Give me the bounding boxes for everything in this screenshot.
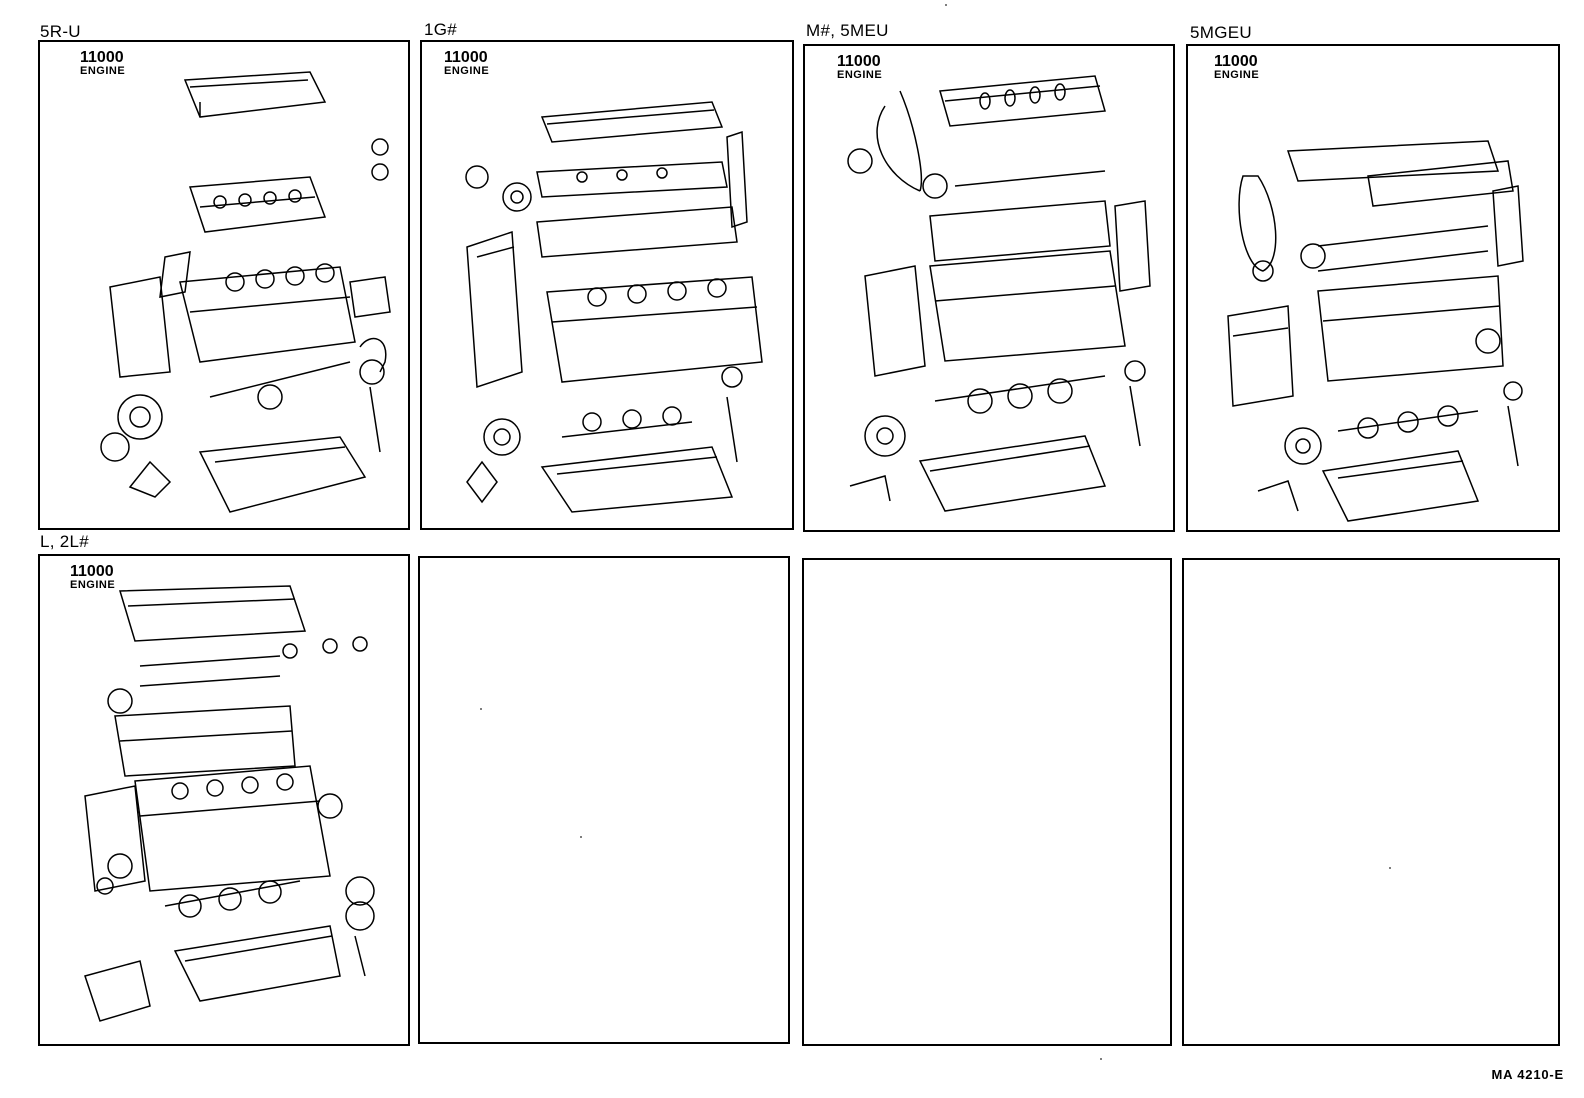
part-number: 11000 bbox=[70, 563, 114, 580]
part-name: ENGINE bbox=[70, 579, 116, 591]
scan-speck bbox=[1389, 867, 1391, 869]
model-label-5r-u: 5R-U bbox=[40, 22, 81, 41]
scan-speck bbox=[1100, 1058, 1102, 1060]
scan-speck bbox=[580, 836, 582, 838]
empty-panel-2 bbox=[802, 558, 1172, 1046]
scan-speck bbox=[945, 4, 947, 6]
part-number: 11000 bbox=[80, 49, 124, 66]
empty-panel-1 bbox=[418, 556, 790, 1044]
part-name: ENGINE bbox=[837, 69, 883, 81]
diagram-panel-1g[interactable]: 11000 ENGINE bbox=[420, 40, 794, 530]
engine-exploded-view-drawing bbox=[84, 585, 375, 1022]
reference-number: MA 4210-E bbox=[1491, 1067, 1564, 1082]
model-label-5mgeu: 5MGEU bbox=[1190, 23, 1252, 42]
part-number: 11000 bbox=[1214, 53, 1258, 70]
model-label-1g: 1G# bbox=[424, 20, 458, 39]
diagram-panel-5mgeu[interactable]: 11000 ENGINE bbox=[1186, 44, 1560, 532]
diagram-panel-m-5meu[interactable]: 11000 ENGINE bbox=[803, 44, 1175, 532]
engine-exploded-view-drawing bbox=[100, 71, 391, 513]
model-label-l-2l: L, 2L# bbox=[40, 532, 90, 551]
diagram-panel-5r-u[interactable]: 11000 ENGINE bbox=[38, 40, 410, 530]
engine-exploded-view-drawing bbox=[465, 101, 763, 513]
engine-exploded-view-drawing bbox=[1227, 140, 1524, 522]
empty-panel-3 bbox=[1182, 558, 1560, 1046]
engine-exploded-view-drawing bbox=[847, 75, 1151, 512]
scan-speck bbox=[480, 708, 482, 710]
diagram-panel-l-2l[interactable]: 11000 ENGINE bbox=[38, 554, 410, 1046]
part-number: 11000 bbox=[837, 53, 881, 70]
part-name: ENGINE bbox=[1214, 69, 1260, 81]
part-number: 11000 bbox=[444, 49, 488, 66]
model-label-m-5meu: M#, 5MEU bbox=[806, 21, 889, 40]
part-name: ENGINE bbox=[80, 65, 126, 77]
part-name: ENGINE bbox=[444, 65, 490, 77]
